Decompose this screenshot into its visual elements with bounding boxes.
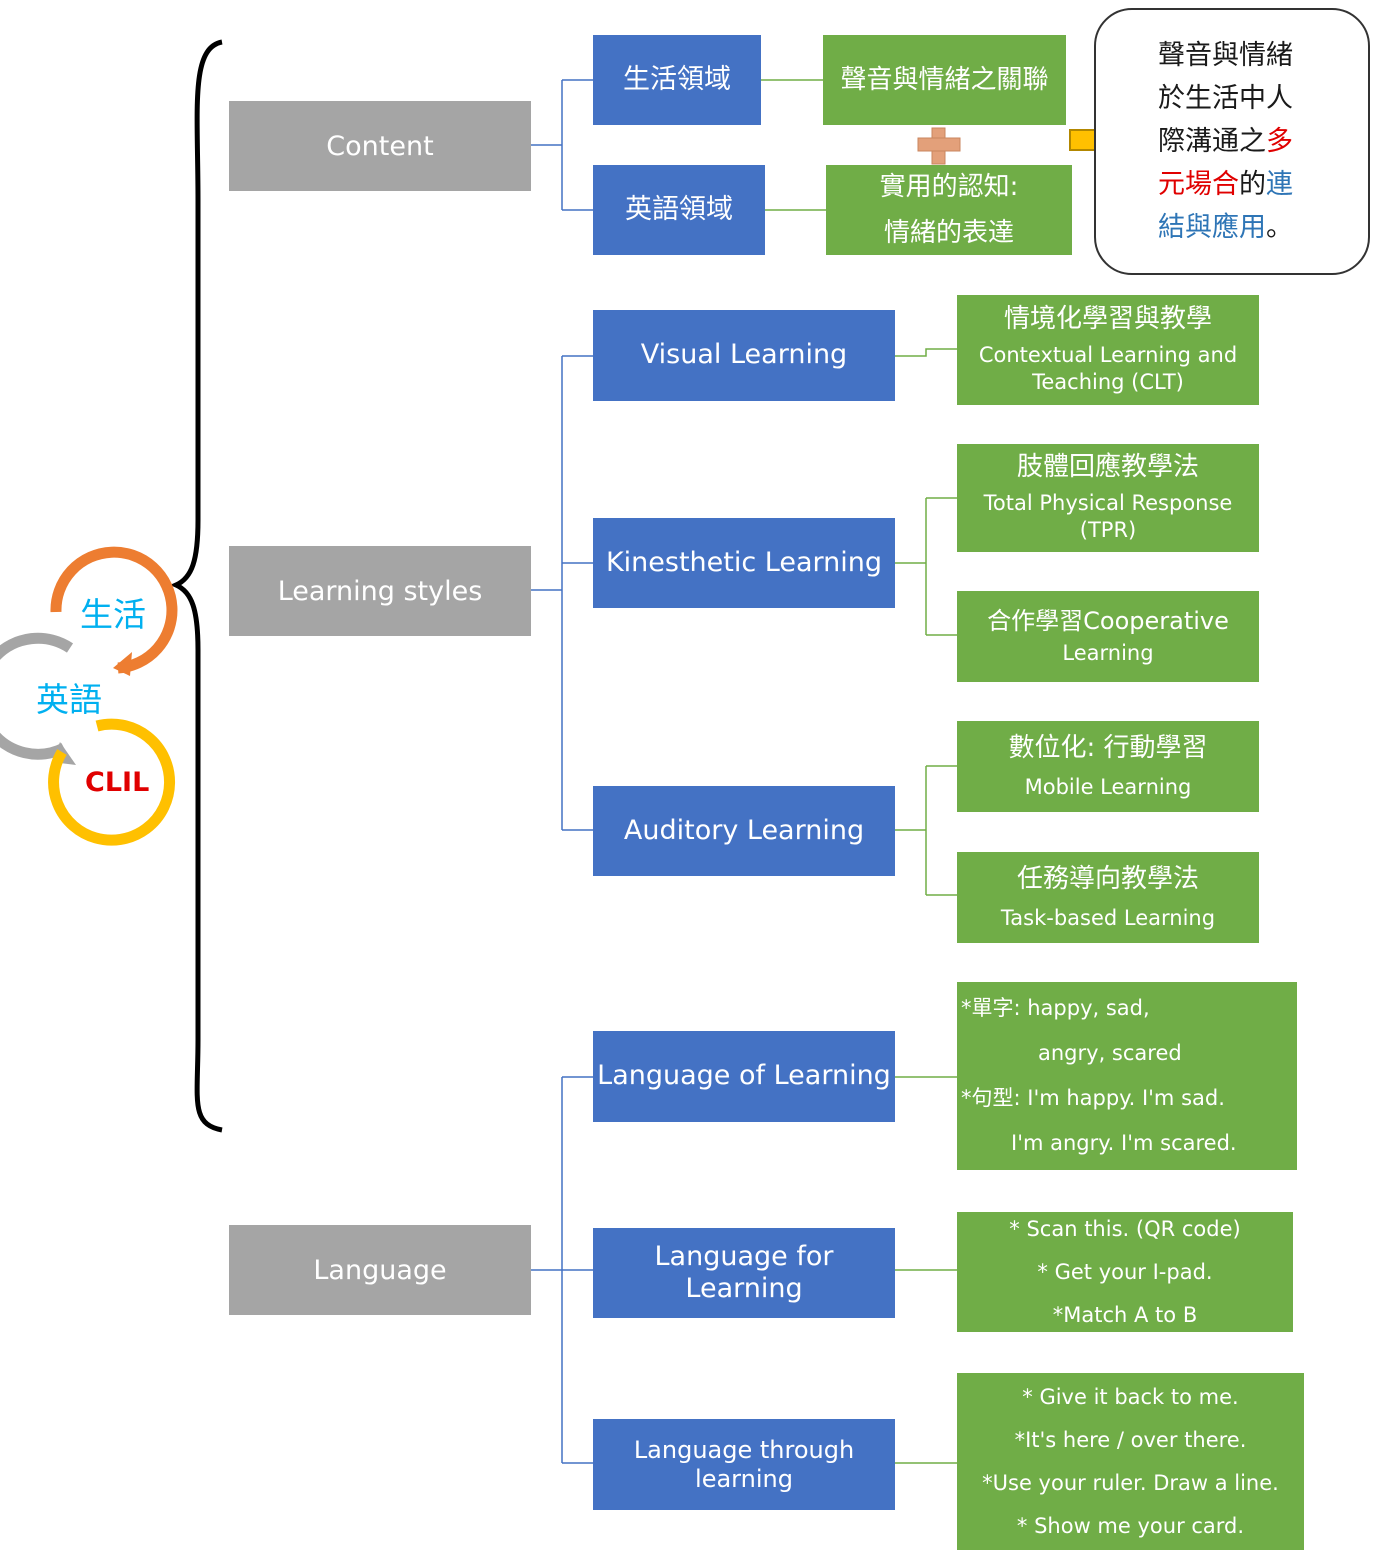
- content-node: Content: [229, 101, 531, 191]
- summary-box: 聲音與情緒 於生活中人 際溝通之多 元場合的連 結與應用。: [1094, 8, 1370, 275]
- language-through-line-2: learning: [695, 1464, 793, 1493]
- tpr-en-2: (TPR): [1079, 518, 1137, 543]
- tpr-node: 肢體回應教學法 Total Physical Response (TPR): [957, 444, 1259, 552]
- cycle-arc-yellow: [48, 718, 176, 846]
- task-en: Task-based Learning: [1000, 906, 1216, 931]
- language-of-content-box: *單字: happy, sad, angry, scared *句型: I'm …: [957, 982, 1297, 1170]
- task-zh: 任務導向教學法: [1016, 863, 1199, 894]
- curly-brace: [169, 39, 223, 1133]
- sound-emotion-node: 聲音與情緒之關聯: [823, 35, 1066, 125]
- mobile-zh: 數位化: 行動學習: [1008, 732, 1208, 763]
- language-for-content-box: * Scan this. (QR code) * Get your I-pad.…: [957, 1212, 1293, 1332]
- practical-line-1: 實用的認知:: [879, 172, 1019, 202]
- language-through-line-1: Language through: [633, 1435, 855, 1464]
- language-for-line-2: Learning: [685, 1273, 803, 1304]
- summary-line: 於生活中人: [1158, 83, 1293, 114]
- summary-line: 際溝通之多: [1158, 126, 1293, 157]
- auditory-learning-node: Auditory Learning: [593, 786, 895, 876]
- clt-node: 情境化學習與教學 Contextual Learning and Teachin…: [957, 295, 1259, 405]
- language-of-item: angry, scared: [1038, 1041, 1182, 1065]
- visual-learning-node: Visual Learning: [593, 310, 895, 401]
- language-of-item: *單字: happy, sad,: [961, 996, 1150, 1020]
- task-based-node: 任務導向教學法 Task-based Learning: [957, 852, 1259, 943]
- clt-en-1: Contextual Learning and: [978, 342, 1238, 367]
- mobile-en: Mobile Learning: [1024, 775, 1192, 800]
- language-of-item: *句型: I'm happy. I'm sad.: [961, 1086, 1225, 1110]
- language-node: Language: [229, 1225, 531, 1315]
- cycle-arc-gray: [0, 632, 74, 760]
- language-through-item: *It's here / over there.: [1014, 1427, 1247, 1452]
- summary-line: 聲音與情緒: [1158, 40, 1293, 71]
- language-through-item: * Give it back to me.: [1022, 1384, 1239, 1409]
- language-through-content-box: * Give it back to me. *It's here / over …: [957, 1373, 1304, 1550]
- cooperative-line-2: Learning: [1062, 640, 1154, 665]
- practical-line-2: 情緒的表達: [883, 218, 1014, 248]
- language-for-item: * Scan this. (QR code): [1009, 1216, 1241, 1241]
- sound-emotion-text: 聲音與情緒之關聯: [840, 64, 1049, 95]
- cycle-arc-orange: [50, 546, 178, 674]
- cycle-label-clil: CLIL: [85, 767, 150, 798]
- cooperative-node: 合作學習Cooperative Learning: [957, 591, 1259, 682]
- summary-line: 結與應用。: [1158, 212, 1293, 243]
- language-of-item: I'm angry. I'm scared.: [1011, 1131, 1237, 1155]
- learning-styles-node: Learning styles: [229, 546, 531, 636]
- language-of-learning-node: Language of Learning: [593, 1031, 895, 1122]
- language-through-learning-node: Language through learning: [593, 1419, 895, 1510]
- language-for-learning-node: Language for Learning: [593, 1228, 895, 1318]
- plus-icon: [917, 127, 961, 165]
- language-for-item: * Get your I-pad.: [1037, 1259, 1213, 1284]
- language-for-item: *Match A to B: [1052, 1302, 1198, 1327]
- summary-text: 聲音與情緒 於生活中人 際溝通之多 元場合的連 結與應用。: [1158, 34, 1306, 249]
- language-through-item: *Use your ruler. Draw a line.: [982, 1470, 1279, 1495]
- cycle-label-life: 生活: [80, 595, 146, 634]
- language-for-line-1: Language for: [654, 1240, 834, 1272]
- tpr-zh: 肢體回應教學法: [1016, 452, 1199, 483]
- mobile-learning-node: 數位化: 行動學習 Mobile Learning: [957, 721, 1259, 812]
- english-domain-node: 英語領域: [593, 165, 765, 255]
- kinesthetic-learning-node: Kinesthetic Learning: [593, 518, 895, 608]
- cooperative-line-1: 合作學習Cooperative: [987, 606, 1229, 635]
- tpr-en-1: Total Physical Response: [983, 490, 1233, 515]
- clt-en-2: Teaching (CLT): [1032, 370, 1184, 395]
- life-domain-node: 生活領域: [593, 35, 761, 125]
- cycle-label-english: 英語: [36, 680, 102, 719]
- summary-line: 元場合的連: [1158, 169, 1293, 200]
- clt-zh: 情境化學習與教學: [1003, 304, 1212, 335]
- language-through-item: * Show me your card.: [1016, 1513, 1245, 1538]
- practical-cognition-node: 實用的認知: 情緒的表達: [826, 165, 1072, 255]
